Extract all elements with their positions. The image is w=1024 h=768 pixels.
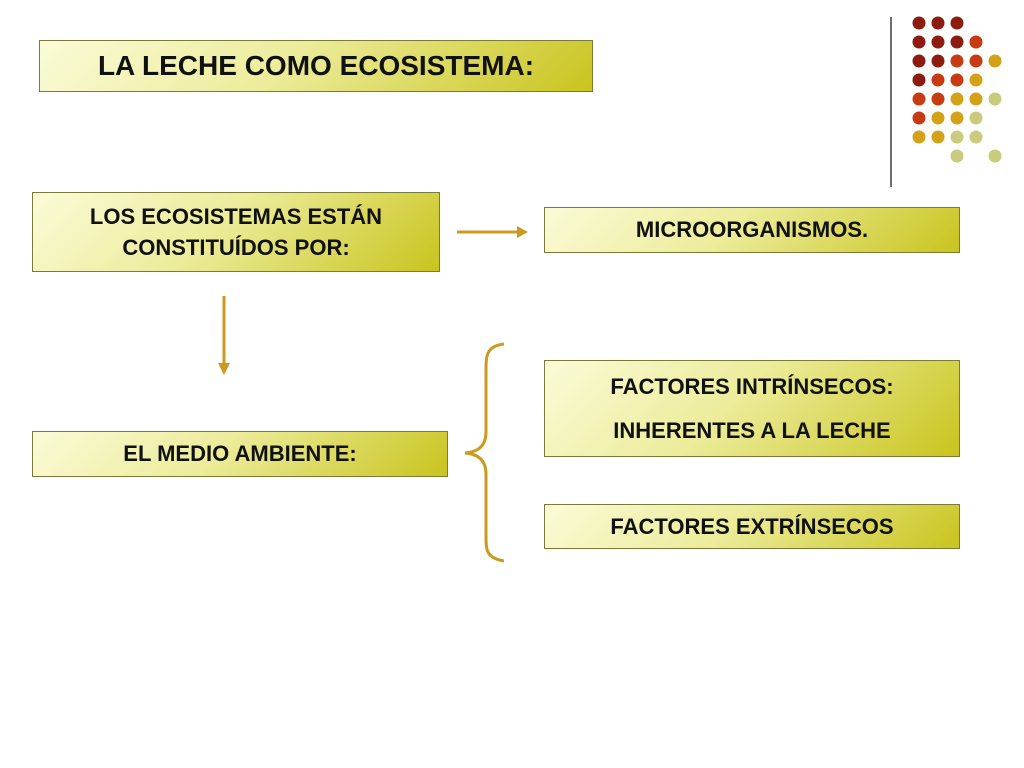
decor-dot [969,35,983,49]
factores-intrinsecos-box: FACTORES INTRÍNSECOS: INHERENTES A LA LE… [544,360,960,457]
decor-dot [912,16,926,30]
decor-dot [969,130,983,144]
ecosistemas-line-1: LOS ECOSISTEMAS ESTÁN [89,204,383,229]
decor-dot [988,54,1002,68]
medio-ambiente-box: EL MEDIO AMBIENTE: [32,431,448,477]
decor-dot [912,73,926,87]
decor-dot [969,92,983,106]
arrow-right [457,226,528,238]
decor-dot [950,73,964,87]
decor-dot [950,149,964,163]
decor-dot [950,130,964,144]
curly-brace [464,342,505,563]
decor-dot [912,130,926,144]
decor-dot [931,111,945,125]
arrow-down [218,296,230,375]
decor-dot [988,92,1002,106]
decorative-divider [890,17,892,187]
microorganismos-box: MICROORGANISMOS. [544,207,960,253]
microorganismos-text: MICROORGANISMOS. [635,217,869,242]
decor-dot [950,16,964,30]
decor-dot [969,54,983,68]
decor-dot [950,54,964,68]
decor-dot [931,92,945,106]
decor-dot [950,35,964,49]
decor-dot [912,92,926,106]
medio-ambiente-text: EL MEDIO AMBIENTE: [123,441,357,466]
decor-dot [912,35,926,49]
decor-dot [931,73,945,87]
decor-dot [969,73,983,87]
decor-dot [931,130,945,144]
factores-extrinsecos-box: FACTORES EXTRÍNSECOS [544,504,960,549]
ecosistemas-box: LOS ECOSISTEMAS ESTÁN CONSTITUÍDOS POR: [32,192,440,272]
decor-dot [931,16,945,30]
decor-dot [931,54,945,68]
intrinsecos-line-2: INHERENTES A LA LECHE [613,417,891,443]
extrinsecos-text: FACTORES EXTRÍNSECOS [610,513,894,539]
decor-dot [988,149,1002,163]
title-text: LA LECHE COMO ECOSISTEMA: [97,50,535,81]
decor-dot [950,111,964,125]
decor-dot [950,92,964,106]
slide-title: LA LECHE COMO ECOSISTEMA: [39,40,593,92]
intrinsecos-line-1: FACTORES INTRÍNSECOS: [610,373,894,399]
decor-dot [969,111,983,125]
decor-dot [931,35,945,49]
decor-dot [912,54,926,68]
decor-dot [912,111,926,125]
ecosistemas-line-2: CONSTITUÍDOS POR: [122,235,350,260]
